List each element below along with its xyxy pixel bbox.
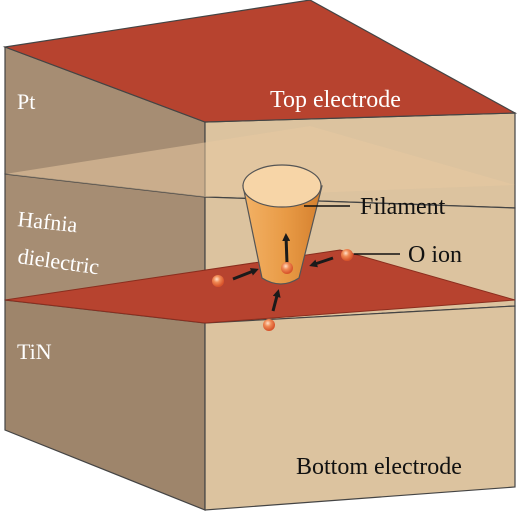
top-electrode-face xyxy=(2,0,518,123)
o-ion-left xyxy=(212,275,224,287)
pt-label: Pt xyxy=(17,89,35,114)
tin-label: TiN xyxy=(17,339,52,364)
top-electrode-label: Top electrode xyxy=(270,87,401,113)
pt-hafnia-interface-plane xyxy=(5,126,515,197)
o-ion-bottom xyxy=(263,319,275,331)
arrow-from-bottom xyxy=(271,289,281,312)
arrow-from-left xyxy=(232,268,259,281)
filament-up-arrow xyxy=(282,233,291,264)
filament-label: Filament xyxy=(360,194,446,220)
filament xyxy=(242,164,323,285)
o-ions xyxy=(212,249,353,331)
tin-front-layer xyxy=(204,305,516,511)
o-ion-filament xyxy=(281,262,293,274)
arrow-from-right xyxy=(309,256,334,268)
tin-side-layer xyxy=(4,299,206,511)
filament-top-ellipse xyxy=(242,164,322,208)
o-ion-label: O ion xyxy=(408,242,462,268)
hafnia-label-line1: Hafnia xyxy=(16,206,78,237)
o-ion-right xyxy=(341,249,353,261)
hafnia-tin-interface-plane xyxy=(4,249,516,324)
ion-arrows xyxy=(232,256,334,312)
bottom-electrode-label: Bottom electrode xyxy=(296,454,462,480)
